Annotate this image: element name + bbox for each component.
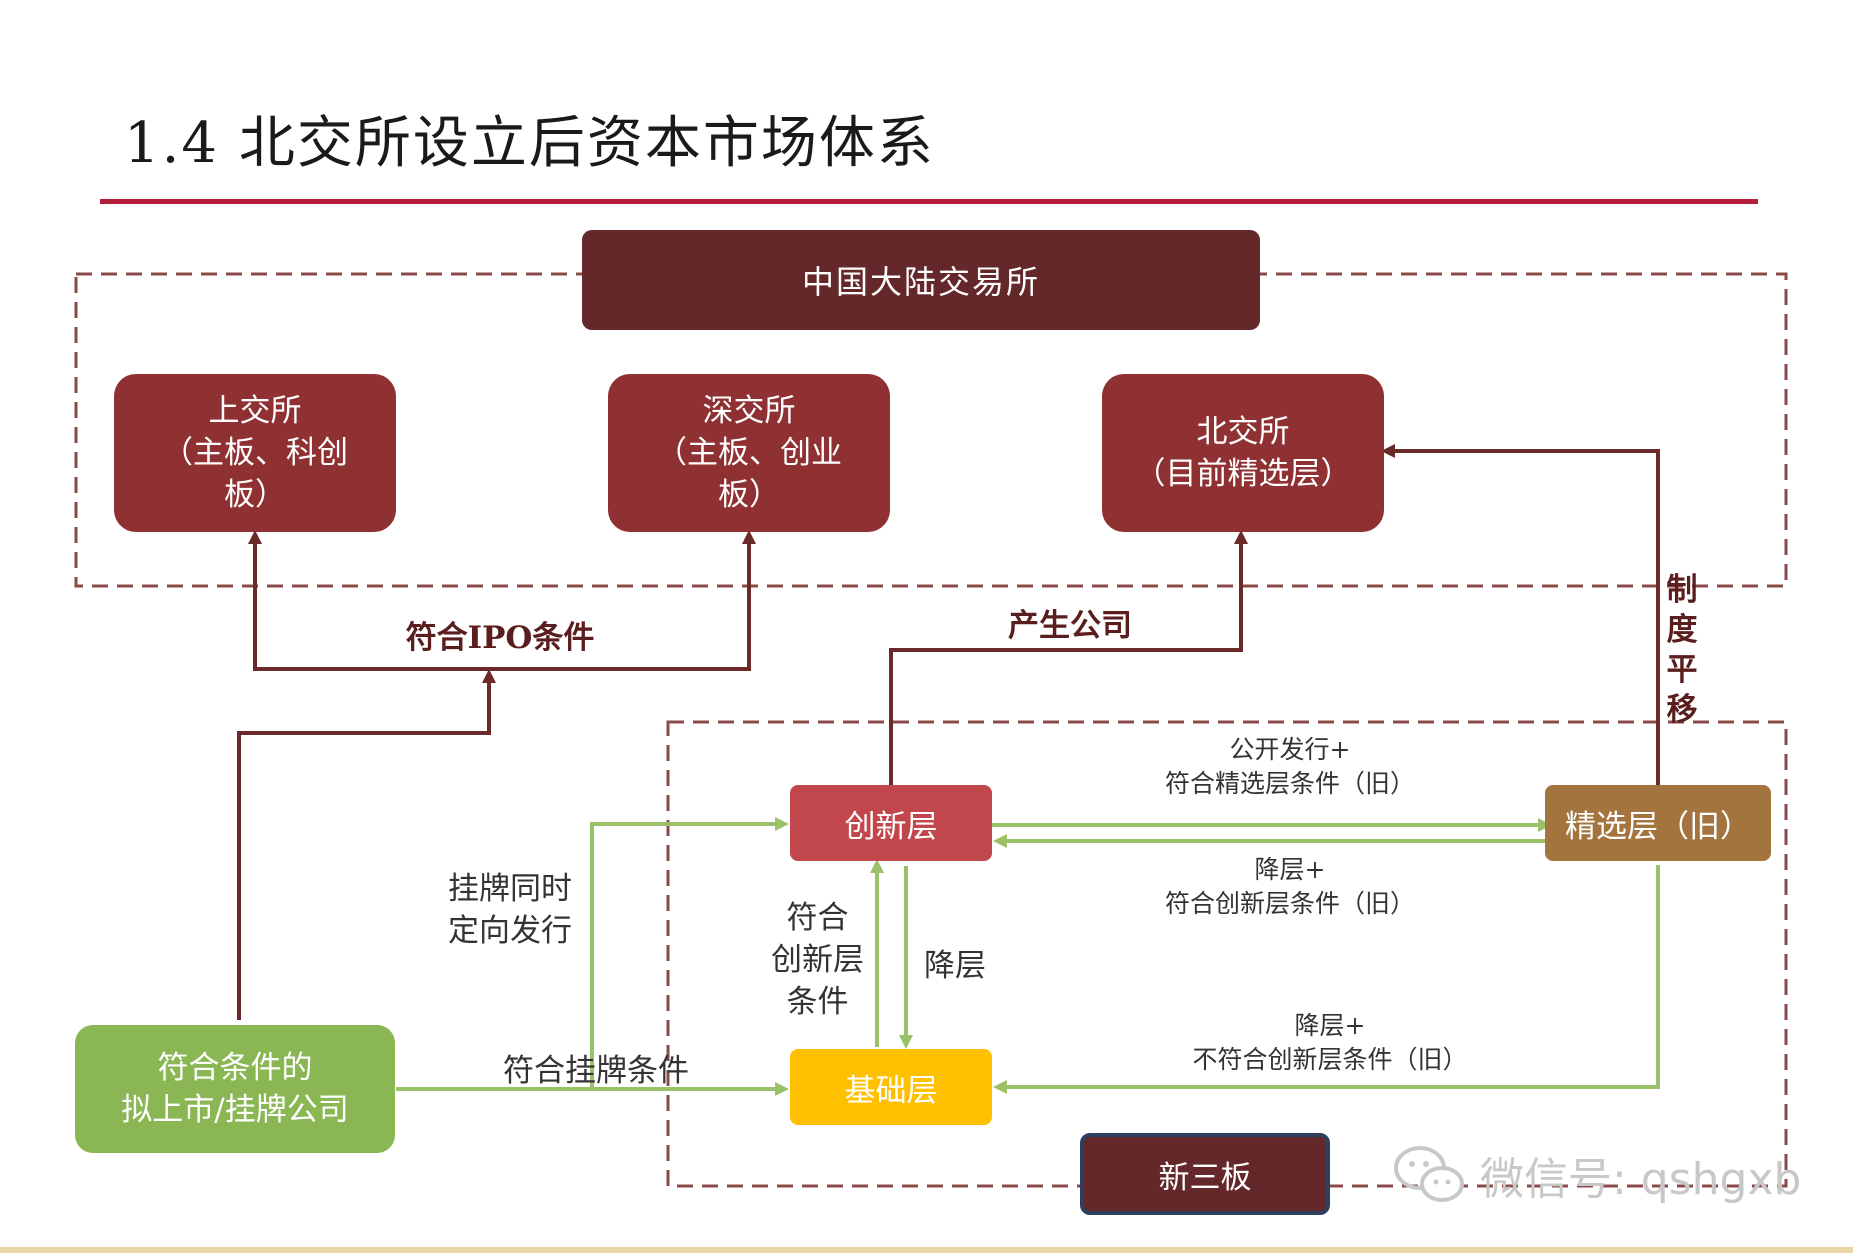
neeq-box: 新三板 bbox=[1080, 1133, 1330, 1215]
szse-box: 深交所 （主板、创业 板） bbox=[608, 374, 890, 532]
downgrade-label: 降层 bbox=[924, 948, 986, 984]
produce-company-arrow bbox=[889, 530, 1248, 785]
innovation-tier-box: 创新层 bbox=[790, 785, 992, 861]
meet-innovation-condition-label: 符合 创新层 条件 bbox=[771, 900, 864, 1020]
ipo-arrow-sse bbox=[248, 530, 481, 671]
base-tier-box: 基础层 bbox=[790, 1049, 992, 1125]
watermark-text: 微信号: qshgxb bbox=[1480, 1154, 1802, 1205]
system-transfer-label: 制 度 平 移 bbox=[1666, 572, 1698, 728]
meet-listing-condition-label: 符合挂牌条件 bbox=[503, 1053, 689, 1089]
listing-issue-arrow bbox=[590, 817, 789, 1089]
select-to-base-arrow bbox=[993, 865, 1660, 1094]
title-rule bbox=[100, 199, 1758, 204]
transfer-arrow bbox=[1381, 444, 1660, 785]
select-tier-box: 精选层（旧） bbox=[1545, 785, 1771, 861]
sse-box: 上交所 （主板、科创 板） bbox=[114, 374, 396, 532]
page-title: 1.4 北交所设立后资本市场体系 bbox=[124, 111, 935, 176]
produce-company-label: 产生公司 bbox=[1008, 608, 1132, 644]
bottom-strip bbox=[0, 1247, 1853, 1253]
wechat-icon bbox=[1394, 1146, 1464, 1202]
to-select-condition-label: 公开发行+ 符合精选层条件（旧） bbox=[1164, 735, 1415, 798]
downgrade-not-innovation-label: 降层+ 不符合创新层条件（旧） bbox=[1192, 1011, 1468, 1074]
candidate-companies-box: 符合条件的 拟上市/挂牌公司 bbox=[75, 1025, 395, 1153]
ipo-arrow-szse bbox=[481, 530, 756, 671]
ipo-condition-label: 符合IPO条件 bbox=[405, 620, 595, 656]
listing-issue-label: 挂牌同时 定向发行 bbox=[448, 871, 572, 949]
to-innovation-condition-label: 降层+ 符合创新层条件（旧） bbox=[1164, 855, 1415, 918]
candidate-to-ipo-arrow bbox=[237, 669, 496, 1020]
wechat-watermark: 微信号: qshgxb bbox=[1390, 1140, 1801, 1210]
bse-box: 北交所 （目前精选层） bbox=[1102, 374, 1384, 532]
mainland-exchanges-box: 中国大陆交易所 bbox=[582, 230, 1260, 330]
